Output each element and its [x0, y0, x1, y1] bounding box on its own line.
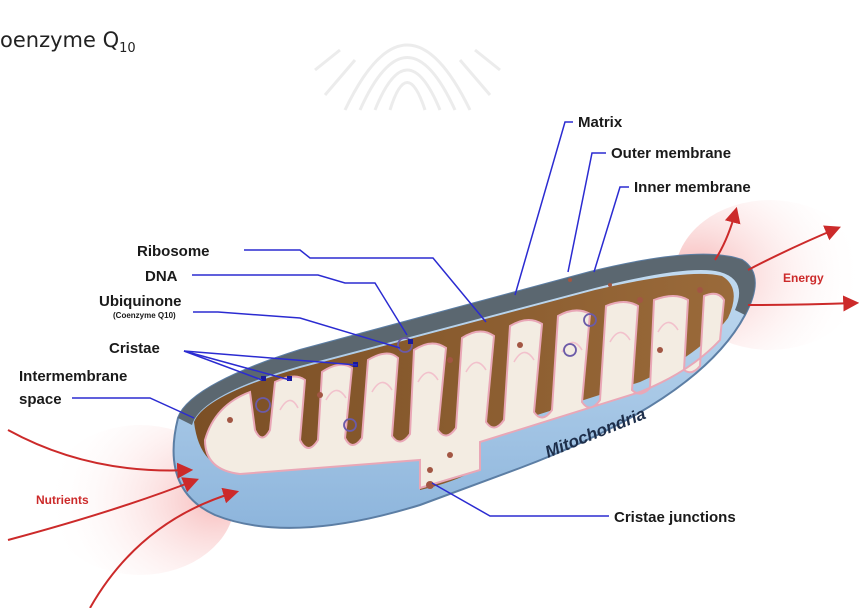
label-ubiquinone: Ubiquinone [99, 293, 182, 310]
label-matrix: Matrix [578, 114, 623, 131]
label-cristae: Cristae [109, 340, 160, 357]
label-intermembrane-line2: space [19, 391, 62, 408]
label-energy: Energy [783, 271, 824, 285]
label-ubiquinone-note: (Coenzyme Q10) [113, 311, 176, 320]
label-dna: DNA [145, 268, 178, 285]
label-inner-membrane: Inner membrane [634, 179, 751, 196]
label-intermembrane-line1: Intermembrane [19, 368, 127, 385]
label-cristae-junctions: Cristae junctions [614, 509, 736, 526]
label-nutrients: Nutrients [36, 493, 89, 507]
label-outer-membrane: Outer membrane [611, 145, 731, 162]
label-ribosome: Ribosome [137, 243, 210, 260]
